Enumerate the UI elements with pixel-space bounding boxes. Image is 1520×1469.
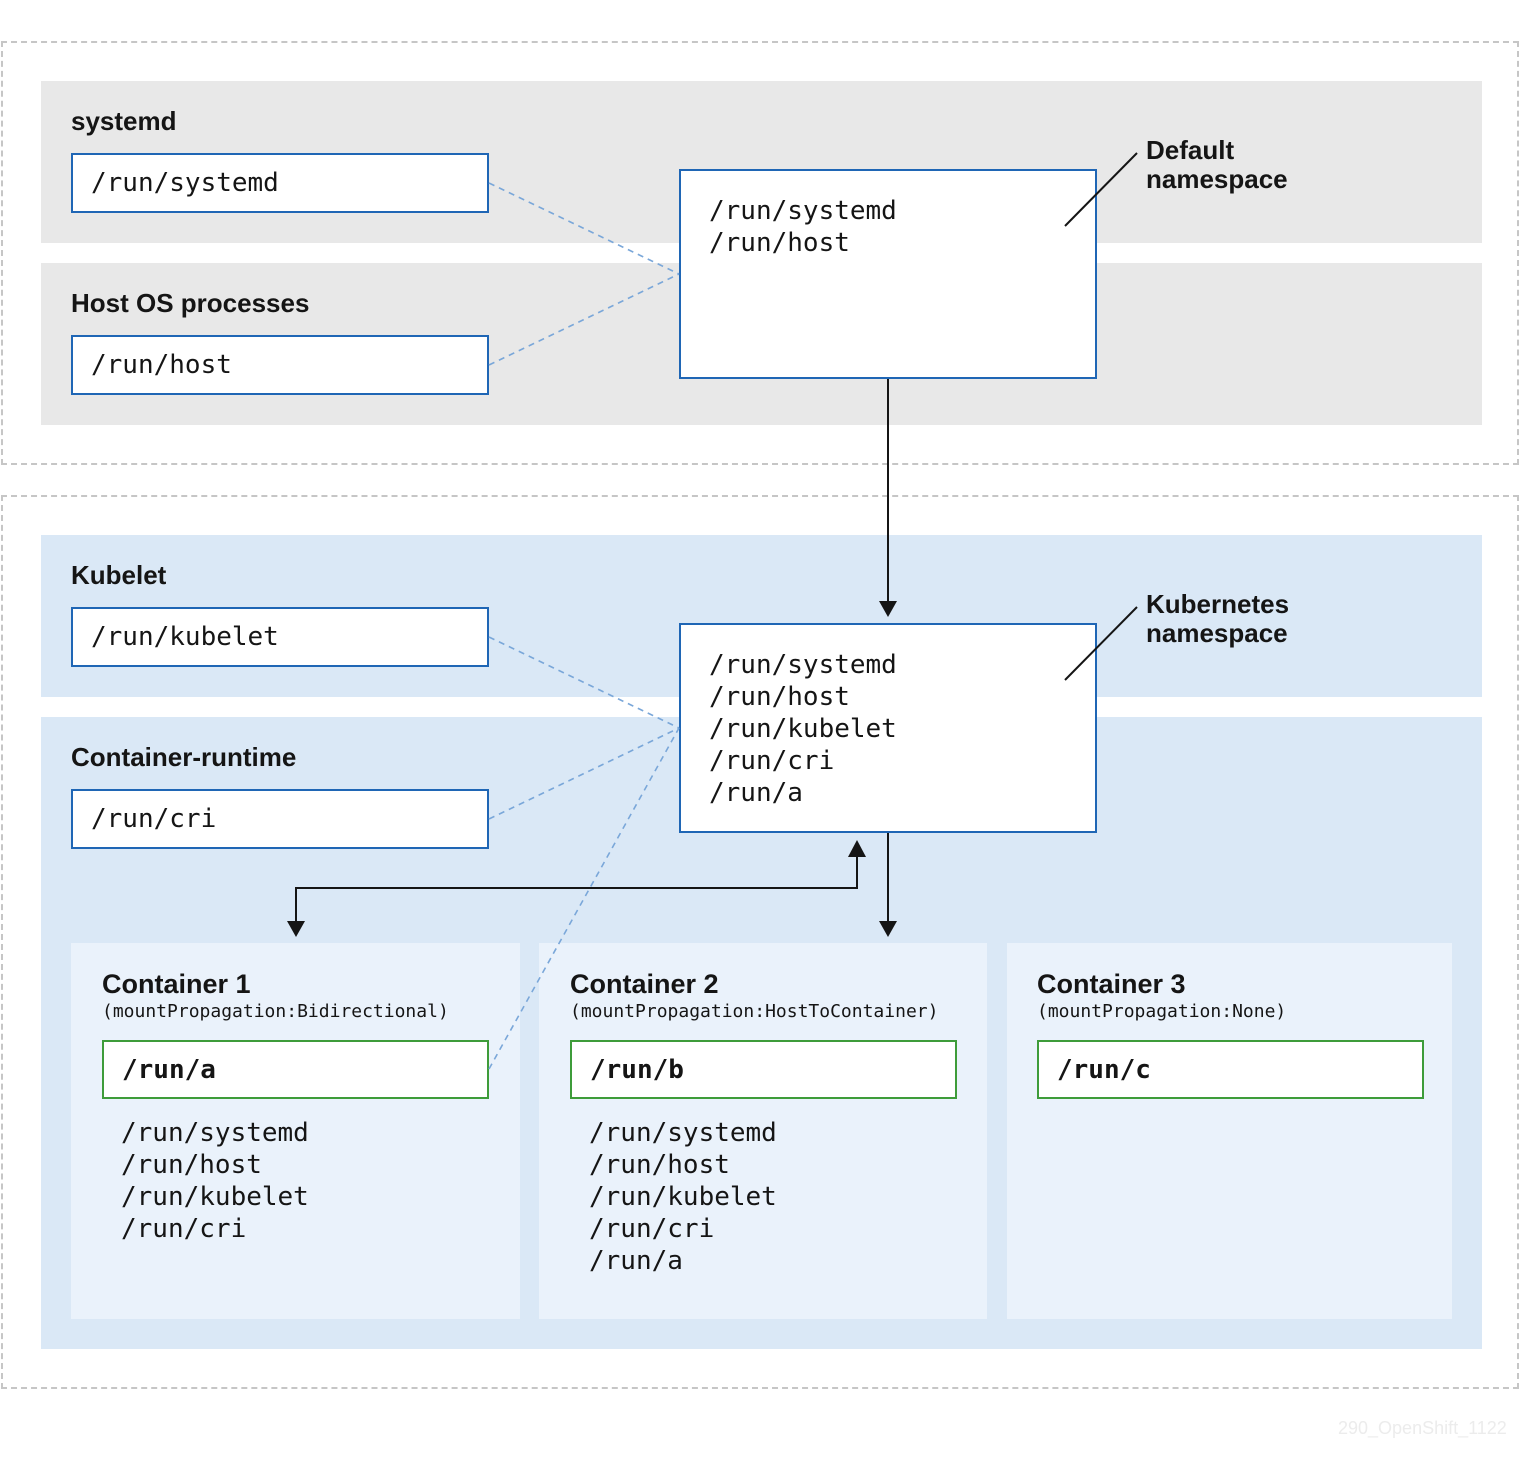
- container-mount-box: /run/b: [570, 1040, 957, 1099]
- mount-line: /run/host: [709, 682, 850, 712]
- mount-line: /run/host: [709, 228, 850, 258]
- container-1-panel: Container 1 (mountPropagation:Bidirectio…: [71, 943, 520, 1319]
- runtime-path-box: /run/cri: [71, 789, 489, 849]
- mount-line: /run/host: [589, 1150, 730, 1180]
- container-visible-mounts: /run/systemd /run/host /run/kubelet /run…: [589, 1117, 777, 1277]
- mount-line: /run/a: [709, 778, 803, 808]
- mount-line: /run/kubelet: [709, 714, 897, 744]
- container-3-panel: Container 3 (mountPropagation:None) /run…: [1007, 943, 1452, 1319]
- mount-line: /run/systemd: [121, 1118, 309, 1148]
- container-title: Container 2: [570, 969, 719, 999]
- kubernetes-namespace-box: /run/systemd /run/host /run/kubelet /run…: [679, 623, 1097, 833]
- container-propagation: (mountPropagation:None): [1037, 1001, 1287, 1022]
- container-propagation: (mountPropagation:HostToContainer): [570, 1001, 939, 1022]
- default-namespace-mounts: /run/systemd /run/host: [709, 195, 897, 259]
- default-namespace-label: Default namespace: [1146, 136, 1288, 194]
- container-title: Container 1: [102, 969, 251, 999]
- mount-line: /run/systemd: [709, 196, 897, 226]
- container-mount-box: /run/a: [102, 1040, 489, 1099]
- systemd-path-box: /run/systemd: [71, 153, 489, 213]
- container-mount-box: /run/c: [1037, 1040, 1424, 1099]
- kubernetes-namespace-mounts: /run/systemd /run/host /run/kubelet /run…: [709, 649, 897, 809]
- mount-line: /run/systemd: [589, 1118, 777, 1148]
- container-title: Container 3: [1037, 969, 1186, 999]
- figure-id-watermark: 290_OpenShift_1122: [1338, 1418, 1507, 1438]
- mount-line: /run/kubelet: [589, 1182, 777, 1212]
- host-os-title: Host OS processes: [71, 288, 310, 318]
- default-namespace-box: /run/systemd /run/host: [679, 169, 1097, 379]
- label-line: Kubernetes: [1146, 589, 1290, 619]
- systemd-title: systemd: [71, 106, 177, 136]
- mount-line: /run/a: [589, 1246, 683, 1276]
- kube-group-frame: [1, 495, 1519, 1389]
- container-propagation: (mountPropagation:Bidirectional): [102, 1001, 449, 1022]
- label-line: Default: [1146, 135, 1235, 165]
- mount-line: /run/cri: [589, 1214, 715, 1244]
- label-line: namespace: [1146, 618, 1288, 648]
- container-visible-mounts: /run/systemd /run/host /run/kubelet /run…: [121, 1117, 309, 1245]
- mount-line: /run/systemd: [709, 650, 897, 680]
- label-line: namespace: [1146, 164, 1288, 194]
- kubernetes-namespace-label: Kubernetes namespace: [1146, 590, 1289, 648]
- kubelet-path-box: /run/kubelet: [71, 607, 489, 667]
- container-2-panel: Container 2 (mountPropagation:HostToCont…: [539, 943, 987, 1319]
- runtime-title: Container-runtime: [71, 742, 297, 772]
- mount-line: /run/host: [121, 1150, 262, 1180]
- mount-line: /run/cri: [121, 1214, 247, 1244]
- host-os-path-box: /run/host: [71, 335, 489, 395]
- mount-line: /run/cri: [709, 746, 835, 776]
- mount-line: /run/kubelet: [121, 1182, 309, 1212]
- kubelet-title: Kubelet: [71, 560, 167, 590]
- host-group-frame: [1, 41, 1519, 465]
